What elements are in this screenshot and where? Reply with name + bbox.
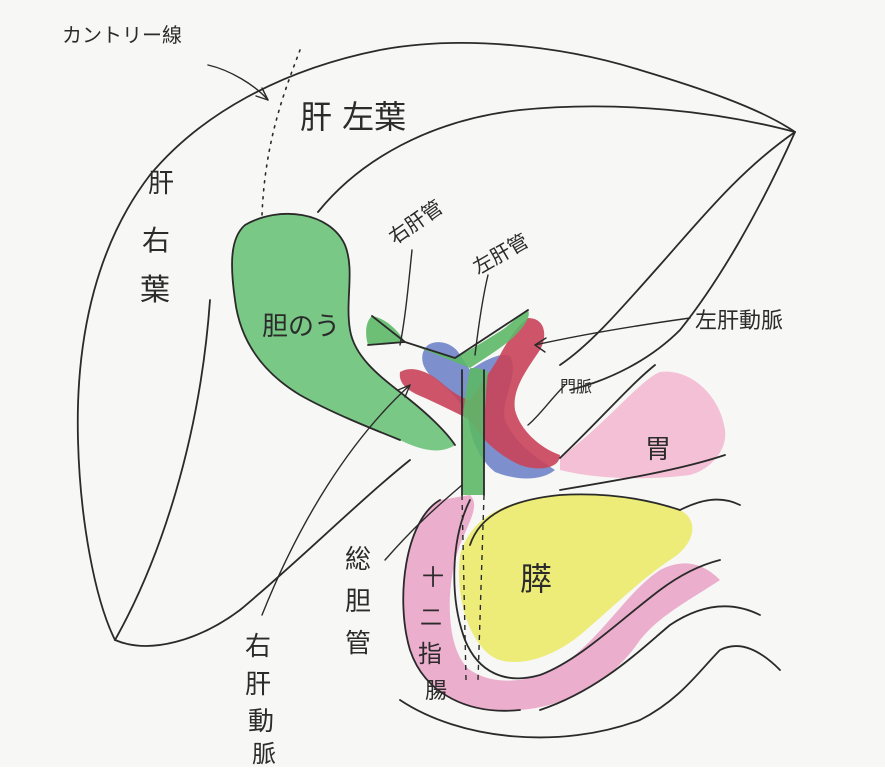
label-liver-right-lobe-3: 葉	[140, 273, 170, 308]
label-duodenum-2: 二	[420, 606, 442, 631]
label-cbd-2: 胆	[345, 587, 371, 617]
label-cbd-1: 総	[345, 545, 371, 575]
label-liver-right-lobe-1: 肝	[148, 169, 174, 199]
label-cbd-3: 管	[345, 629, 371, 659]
label-duodenum-3: 指	[418, 640, 442, 668]
label-pancreas: 膵	[520, 560, 552, 598]
label-portal-vein: 門脈	[560, 377, 592, 396]
label-rha-2: 肝	[245, 670, 271, 700]
label-calot-line: カントリー線	[62, 23, 182, 47]
label-left-hepatic-artery: 左肝動脈	[695, 309, 783, 334]
label-duodenum-4: 腸	[425, 679, 447, 704]
label-rha-3: 動	[248, 707, 274, 737]
label-liver-left-lobe: 肝 左葉	[300, 98, 406, 136]
label-rha-4: 脈	[252, 740, 276, 767]
label-gallbladder: 胆のう	[262, 312, 340, 342]
label-stomach: 胃	[645, 435, 671, 465]
label-duodenum-1: 十	[422, 566, 444, 591]
label-liver-right-lobe-2: 右	[142, 224, 170, 257]
label-rha-1: 右	[245, 632, 271, 662]
